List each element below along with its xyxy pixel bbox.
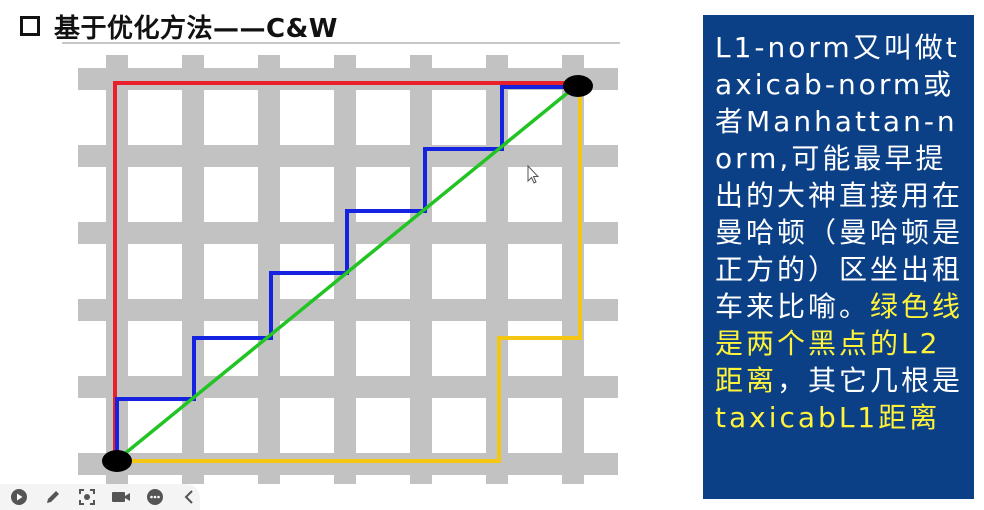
end-point-dot bbox=[563, 75, 593, 97]
screenshot-icon[interactable] bbox=[76, 486, 98, 508]
note-highlight-text: 绿色线是两个黑点的L2距离 bbox=[715, 290, 964, 397]
grid-street-v bbox=[182, 55, 204, 484]
red-taxicab-path bbox=[113, 81, 576, 461]
grid-street-v bbox=[410, 55, 432, 484]
slide-title-row: 基于优化方法——C&W bbox=[20, 8, 338, 44]
green-euclidean-path bbox=[115, 84, 578, 462]
presentation-toolbar bbox=[0, 484, 200, 510]
pen-icon[interactable] bbox=[42, 486, 64, 508]
note-tail-text: ，其它几根是 bbox=[777, 364, 964, 397]
square-bullet-icon bbox=[20, 16, 40, 36]
grid-street-v bbox=[258, 55, 280, 484]
start-point-dot bbox=[102, 450, 132, 472]
note-term-text: taxicabL1距离 bbox=[715, 401, 941, 434]
mouse-cursor-icon bbox=[527, 164, 540, 184]
play-icon[interactable] bbox=[8, 486, 30, 508]
yellow-taxicab-path bbox=[115, 85, 582, 463]
collapse-icon[interactable] bbox=[178, 486, 200, 508]
slide-title: 基于优化方法——C&W bbox=[54, 13, 338, 44]
note-box: L1-norm又叫做taxicab-norm或者Manhattan-norm,可… bbox=[703, 15, 974, 499]
more-icon[interactable] bbox=[144, 486, 166, 508]
title-divider bbox=[62, 42, 620, 44]
grid-street-v bbox=[486, 55, 508, 484]
camera-icon[interactable] bbox=[110, 486, 132, 508]
note-main-text: L1-norm又叫做taxicab-norm或者Manhattan-norm,可… bbox=[715, 31, 964, 323]
manhattan-distance-figure bbox=[78, 55, 618, 484]
